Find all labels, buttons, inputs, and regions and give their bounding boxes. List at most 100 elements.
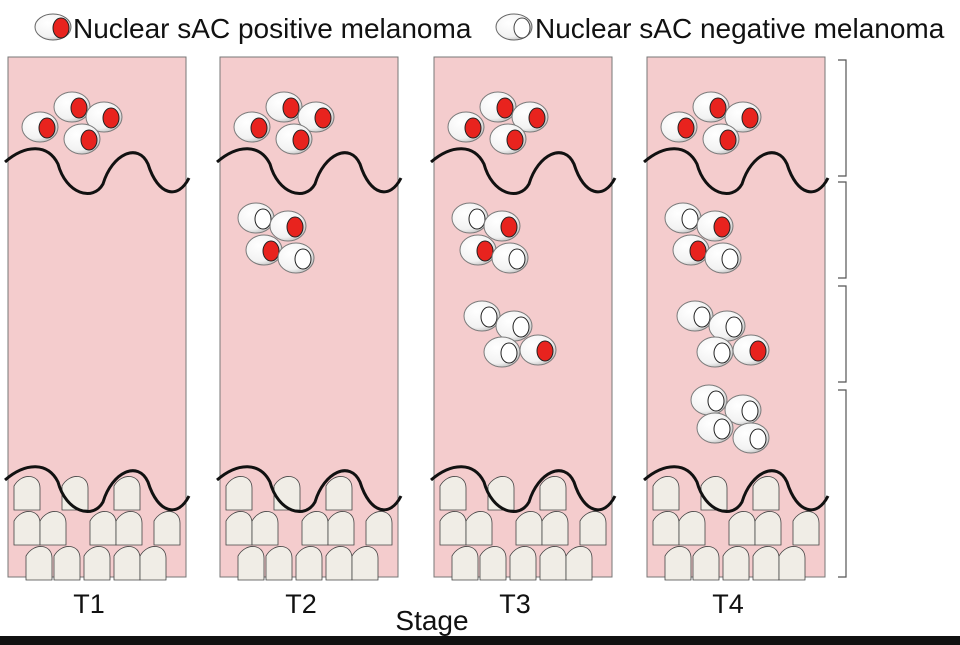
stage-label-t1: T1 (73, 589, 105, 619)
melanoma-cell (519, 334, 557, 366)
basal-cell (752, 546, 780, 581)
basal-cell (113, 476, 141, 511)
bottom-rule (0, 636, 960, 645)
melanoma-cell (245, 234, 283, 266)
basal-cell (365, 511, 393, 546)
basal-cell (700, 476, 728, 511)
basal-cell (325, 476, 353, 511)
melanoma-cell (447, 111, 485, 143)
melanoma-cell (483, 336, 521, 368)
top-membrane (4, 147, 191, 195)
basal-cell (439, 476, 467, 511)
basal-cell (153, 511, 181, 546)
melanoma-cell (708, 310, 746, 342)
depth-brackets (838, 59, 847, 578)
stage-label-t2: T2 (285, 589, 317, 619)
melanoma-cell (53, 91, 91, 123)
top-membrane (216, 147, 403, 195)
melanoma-cell (692, 91, 730, 123)
melanoma-cell (672, 234, 710, 266)
basal-cell (678, 511, 706, 546)
melanoma-cell (265, 91, 303, 123)
melanoma-cell (511, 101, 549, 133)
melanoma-cell (483, 210, 521, 242)
basal-cell (792, 511, 820, 546)
basal-cell (327, 511, 355, 546)
melanoma-cell (696, 412, 734, 444)
basal-cell (539, 546, 567, 581)
melanoma-cell (495, 310, 533, 342)
basal-cell (225, 511, 253, 546)
basement-membrane (430, 465, 617, 513)
basal-cell (722, 546, 750, 581)
legend-negative-icon (495, 13, 533, 41)
basal-cell (225, 476, 253, 511)
basal-cell (61, 476, 89, 511)
basal-cell (325, 546, 353, 581)
basal-cell (439, 511, 467, 546)
basal-cell (565, 546, 593, 581)
basal-cell (509, 546, 537, 581)
melanoma-cell (479, 91, 517, 123)
basal-cell (39, 511, 67, 546)
basal-cell (251, 511, 279, 546)
basal-cell (539, 476, 567, 511)
melanoma-cell (21, 111, 59, 143)
basement-membrane (216, 465, 403, 513)
legend-positive-label: Nuclear sAC positive melanoma (73, 13, 472, 44)
basal-cell (139, 546, 167, 581)
basal-cell (692, 546, 720, 581)
legend-positive-icon (34, 13, 72, 41)
basal-cell (479, 546, 507, 581)
basal-cell (115, 511, 143, 546)
melanoma-cell (664, 202, 702, 234)
basal-cell (265, 546, 293, 581)
basal-cell (541, 511, 569, 546)
melanoma-cell (459, 234, 497, 266)
melanoma-cell (660, 111, 698, 143)
bracket-4 (838, 389, 847, 578)
melanoma-cell (269, 210, 307, 242)
bracket-1 (838, 59, 847, 177)
basal-cell (25, 546, 53, 581)
axis-label-stage: Stage (395, 605, 468, 636)
basal-cell (752, 476, 780, 511)
basal-cell (351, 546, 379, 581)
basal-cell (579, 511, 607, 546)
melanoma-cell (702, 123, 740, 155)
basal-cell (301, 511, 329, 546)
melanoma-cell (489, 123, 527, 155)
basal-cell (237, 546, 265, 581)
melanoma-cell (233, 111, 271, 143)
panel-t2: T2 (216, 56, 403, 619)
bracket-2 (838, 181, 847, 279)
panel-t1: T1 (4, 56, 191, 619)
bracket-3 (838, 285, 847, 383)
panel-t4: T4 (643, 56, 830, 619)
basal-cell (53, 546, 81, 581)
basement-membrane (4, 465, 191, 513)
melanoma-cell (463, 300, 501, 332)
stage-label-t3: T3 (499, 589, 531, 619)
basal-cell (451, 546, 479, 581)
panels: T1 T2 T3 T4 (4, 56, 830, 619)
melanoma-cell (696, 210, 734, 242)
basement-membrane (643, 465, 830, 513)
melanoma-cell (732, 334, 770, 366)
basal-cell (515, 511, 543, 546)
melanoma-cell (704, 242, 742, 274)
basal-cell (664, 546, 692, 581)
basal-cell (652, 511, 680, 546)
melanoma-cell (237, 202, 275, 234)
basal-cell (652, 476, 680, 511)
legend: Nuclear sAC positive melanoma Nuclear sA… (34, 13, 945, 44)
basal-cell (89, 511, 117, 546)
stage-label-t4: T4 (712, 589, 744, 619)
basal-cell (754, 511, 782, 546)
basal-cell (113, 546, 141, 581)
legend-negative-label: Nuclear sAC negative melanoma (535, 13, 945, 44)
top-membrane (430, 147, 617, 195)
basal-cell (13, 476, 41, 511)
basal-cell (273, 476, 301, 511)
